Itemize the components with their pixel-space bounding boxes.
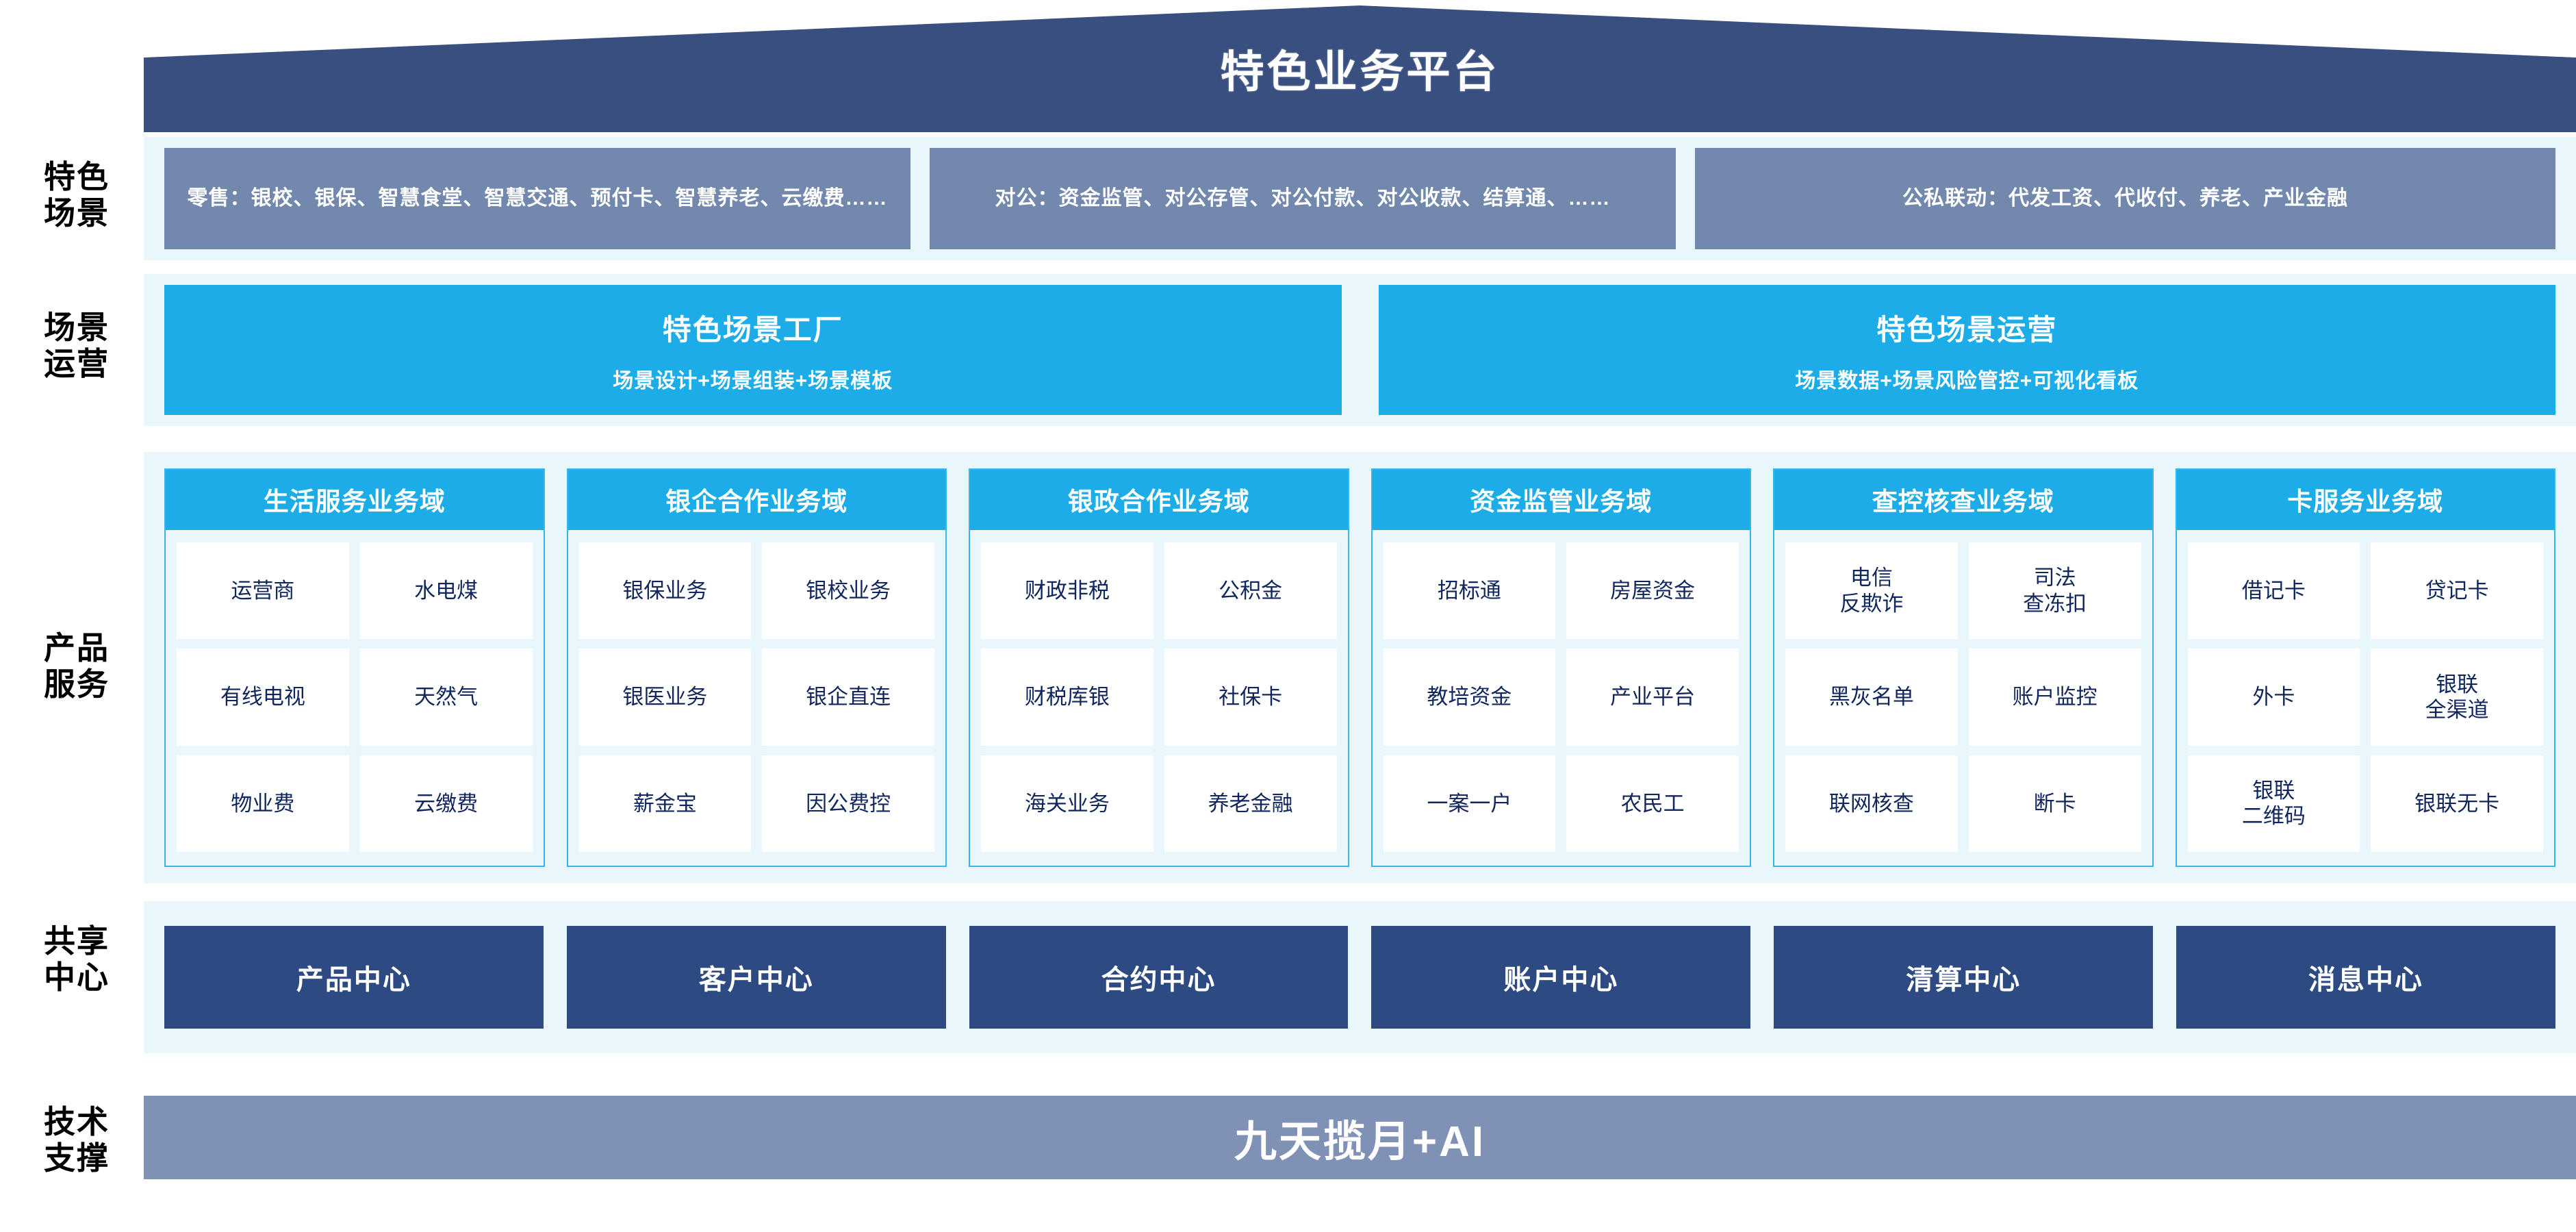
operations-box-factory[interactable]: 特色场景工厂 场景设计+场景组装+场景模板	[164, 285, 1342, 415]
center-box-product[interactable]: 产品中心	[164, 926, 544, 1029]
domain-cell[interactable]: 银联 全渠道	[2371, 649, 2543, 746]
platform-banner: 特色业务平台	[144, 5, 2576, 132]
domain-cells-investigation: 电信 反欺诈 司法 查冻扣 黑灰名单 账户监控 联网核查 断卡	[1774, 530, 2152, 866]
domain-cells-bank-government: 财政非税 公积金 财税库银 社保卡 海关业务 养老金融	[970, 530, 1348, 866]
tech-support-title: 九天揽月+AI	[1234, 1118, 1486, 1166]
domain-cell[interactable]: 公积金	[1164, 542, 1337, 640]
products-row: 生活服务业务域 运营商 水电煤 有线电视 天然气 物业费 云缴费 银企合作业务域…	[144, 452, 2576, 883]
domain-title-life-service: 生活服务业务域	[166, 470, 544, 530]
domain-cell[interactable]: 财税库银	[981, 649, 1153, 746]
banner-chevron-shape	[144, 5, 2576, 132]
platform-title: 特色业务平台	[1220, 47, 1500, 97]
domain-cell[interactable]: 产业平台	[1566, 649, 1739, 746]
domain-column-fund-supervision: 资金监管业务域 招标通 房屋资金 教培资金 产业平台 一案一户 农民工	[1370, 468, 1751, 867]
domain-title-investigation: 查控核查业务域	[1774, 470, 2152, 530]
domain-cell[interactable]: 有线电视	[177, 649, 349, 746]
domain-cell[interactable]: 教培资金	[1383, 649, 1556, 746]
domain-column-bank-government: 银政合作业务域 财政非税 公积金 财税库银 社保卡 海关业务 养老金融	[969, 468, 1349, 867]
domain-title-card-service: 卡服务业务域	[2176, 470, 2554, 530]
domain-column-life-service: 生活服务业务域 运营商 水电煤 有线电视 天然气 物业费 云缴费	[164, 468, 545, 867]
domain-cells-bank-enterprise: 银保业务 银校业务 银医业务 银企直连 薪金宝 因公费控	[568, 530, 946, 866]
center-box-contract[interactable]: 合约中心	[969, 926, 1349, 1029]
scenes-row: 零售：银校、银保、智慧食堂、智慧交通、预付卡、智慧养老、云缴费…… 对公：资金监…	[144, 137, 2576, 260]
domain-cell[interactable]: 银医业务	[578, 649, 752, 746]
domain-cell[interactable]: 银企直连	[762, 649, 934, 746]
domain-column-investigation: 查控核查业务域 电信 反欺诈 司法 查冻扣 黑灰名单 账户监控 联网核查 断卡	[1773, 468, 2154, 867]
domain-cell[interactable]: 外卡	[2187, 649, 2360, 746]
operations-box-operation[interactable]: 特色场景运营 场景数据+场景风险管控+可视化看板	[1378, 285, 2555, 415]
domain-cell[interactable]: 电信 反欺诈	[1785, 542, 1958, 640]
domain-cell[interactable]: 薪金宝	[578, 755, 752, 852]
row-label-products: 产品 服务	[44, 630, 110, 703]
center-box-customer[interactable]: 客户中心	[566, 926, 946, 1029]
shared-centers-row: 产品中心 客户中心 合约中心 账户中心 清算中心 消息中心	[144, 901, 2576, 1053]
domain-cell[interactable]: 养老金融	[1164, 755, 1337, 852]
domain-cell[interactable]: 断卡	[1968, 755, 2141, 852]
domain-cell[interactable]: 联网核查	[1785, 755, 1958, 852]
center-box-message[interactable]: 消息中心	[2176, 926, 2555, 1029]
domain-title-fund-supervision: 资金监管业务域	[1372, 470, 1750, 530]
operations-factory-title: 特色场景工厂	[662, 313, 843, 346]
row-label-tech: 技术 支撑	[44, 1104, 110, 1177]
center-box-account[interactable]: 账户中心	[1371, 926, 1751, 1029]
domain-cell[interactable]: 账户监控	[1968, 649, 2141, 746]
domain-cell[interactable]: 银保业务	[578, 542, 752, 640]
operations-row: 特色场景工厂 场景设计+场景组装+场景模板 特色场景运营 场景数据+场景风险管控…	[144, 274, 2576, 426]
scene-box-linkage[interactable]: 公私联动：代发工资、代收付、养老、产业金融	[1695, 148, 2555, 249]
operations-operation-title: 特色场景运营	[1876, 313, 2058, 346]
domain-cell[interactable]: 物业费	[177, 755, 349, 852]
domain-cell[interactable]: 一案一户	[1383, 755, 1556, 852]
domain-cell[interactable]: 因公费控	[762, 755, 934, 852]
domain-cell[interactable]: 社保卡	[1164, 649, 1337, 746]
domain-cell[interactable]: 银联无卡	[2371, 755, 2543, 852]
domain-title-bank-enterprise: 银企合作业务域	[568, 470, 945, 530]
scene-box-retail[interactable]: 零售：银校、银保、智慧食堂、智慧交通、预付卡、智慧养老、云缴费……	[164, 148, 910, 249]
domain-column-card-service: 卡服务业务域 借记卡 贷记卡 外卡 银联 全渠道 银联 二维码 银联无卡	[2175, 468, 2555, 867]
row-label-centers: 共享 中心	[44, 923, 110, 996]
domain-cell[interactable]: 黑灰名单	[1785, 649, 1958, 746]
operations-operation-subtitle: 场景数据+场景风险管控+可视化看板	[1795, 369, 2139, 392]
scene-box-corporate[interactable]: 对公：资金监管、对公存管、对公付款、对公收款、结算通、……	[930, 148, 1676, 249]
domain-cell[interactable]: 借记卡	[2187, 542, 2360, 640]
row-label-scenes: 特色 场景	[44, 159, 110, 231]
domain-cells-life-service: 运营商 水电煤 有线电视 天然气 物业费 云缴费	[166, 530, 544, 866]
domain-cell[interactable]: 天然气	[359, 649, 533, 746]
domain-cell[interactable]: 云缴费	[359, 755, 533, 852]
row-label-operations: 场景 运营	[44, 310, 110, 382]
operations-factory-subtitle: 场景设计+场景组装+场景模板	[613, 369, 893, 392]
domain-cell[interactable]: 银联 二维码	[2187, 755, 2360, 852]
domain-cell[interactable]: 农民工	[1566, 755, 1739, 852]
center-box-clearing[interactable]: 清算中心	[1774, 926, 2154, 1029]
domain-cells-card-service: 借记卡 贷记卡 外卡 银联 全渠道 银联 二维码 银联无卡	[2177, 530, 2555, 866]
domain-cell[interactable]: 运营商	[177, 542, 349, 640]
domain-cell[interactable]: 招标通	[1383, 542, 1556, 640]
tech-support-bar: 九天揽月+AI	[144, 1096, 2576, 1179]
domain-cell[interactable]: 海关业务	[981, 755, 1153, 852]
domain-cell[interactable]: 财政非税	[981, 542, 1153, 640]
domain-cell[interactable]: 水电煤	[359, 542, 533, 640]
domain-column-bank-enterprise: 银企合作业务域 银保业务 银校业务 银医业务 银企直连 薪金宝 因公费控	[566, 468, 947, 867]
domain-cell[interactable]: 房屋资金	[1566, 542, 1739, 640]
domain-cell[interactable]: 贷记卡	[2371, 542, 2543, 640]
domain-cells-fund-supervision: 招标通 房屋资金 教培资金 产业平台 一案一户 农民工	[1373, 530, 1750, 866]
domain-cell[interactable]: 银校业务	[762, 542, 934, 640]
domain-cell[interactable]: 司法 查冻扣	[1968, 542, 2141, 640]
domain-title-bank-government: 银政合作业务域	[970, 470, 1348, 530]
